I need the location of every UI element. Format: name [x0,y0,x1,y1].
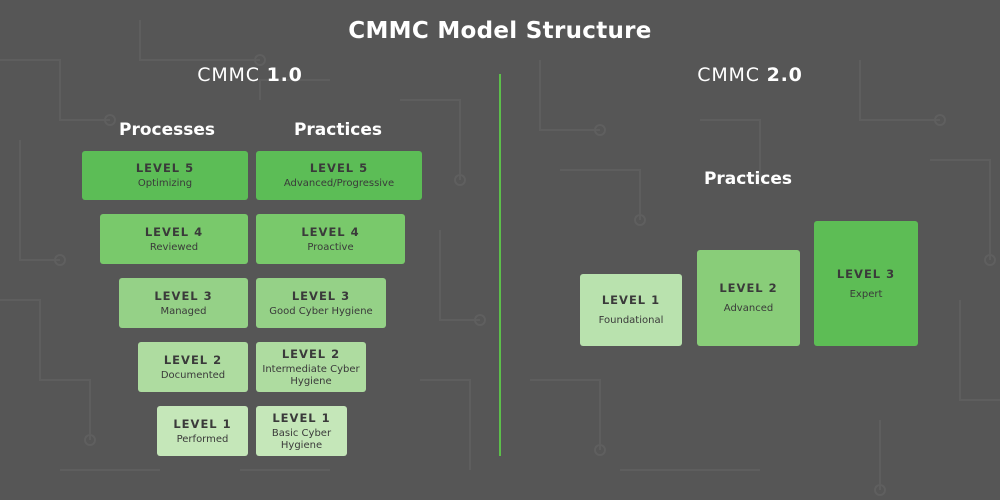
level-label: LEVEL 3 [154,288,213,303]
level-name: Advanced [723,303,774,314]
level-label: LEVEL 1 [173,416,232,431]
level-label: LEVEL 5 [135,161,195,175]
level-name: Advanced/Progressive [283,178,395,189]
practice-level-2: LEVEL 2 Intermediate Cyber Hygiene [256,342,366,392]
practice-level-1: LEVEL 1 Basic Cyber Hygiene [256,406,347,456]
process-level-3: LEVEL 3 Managed [119,278,248,328]
process-level-2: LEVEL 2 Documented [138,342,248,392]
practices-header-v2: Practices [703,169,793,189]
level-name: Proactive [307,241,354,253]
v2-level-1: LEVEL 1 Foundational [580,274,682,346]
level-name: Managed [160,305,207,317]
level-name: Foundational [598,315,664,326]
level-label: LEVEL 1 [601,293,661,307]
process-level-4: LEVEL 4 Reviewed [100,214,248,264]
level-name: Good Cyber Hygiene [269,305,373,317]
level-name: Reviewed [149,241,199,253]
level-label: LEVEL 2 [163,352,223,367]
version-divider [499,74,501,456]
level-label: LEVEL 5 [309,161,369,175]
level-label: LEVEL 4 [144,224,204,239]
level-label: LEVEL 3 [291,288,351,303]
cmmc-1-label: CMMC 1.0 [197,64,303,86]
v2-level-2: LEVEL 2 Advanced [697,250,800,346]
level-name: Documented [160,369,226,381]
level-name: Intermediate Cyber Hygiene [262,363,360,387]
processes-header: Processes [118,120,215,140]
level-name: Basic Cyber Hygiene [271,427,332,451]
level-label: LEVEL 2 [281,346,341,361]
practices-header-v1: Practices [293,120,383,140]
level-label: LEVEL 3 [836,266,896,281]
level-label: LEVEL 4 [301,224,360,239]
practice-level-3: LEVEL 3 Good Cyber Hygiene [256,278,386,328]
cmmc-2-label: CMMC 2.0 [697,64,803,86]
practice-level-4: LEVEL 4 Proactive [256,214,405,264]
level-name: Expert [849,288,883,300]
level-name: Performed [176,433,229,445]
v2-level-3: LEVEL 3 Expert [814,221,918,346]
level-label: LEVEL 2 [719,281,778,295]
practice-level-5: LEVEL 5 Advanced/Progressive [256,151,422,200]
process-level-5: LEVEL 5 Optimizing [82,151,248,200]
level-label: LEVEL 1 [272,410,331,425]
level-name: Optimizing [137,178,193,189]
process-level-1: LEVEL 1 Performed [157,406,248,456]
page-title: CMMC Model Structure [348,18,652,44]
